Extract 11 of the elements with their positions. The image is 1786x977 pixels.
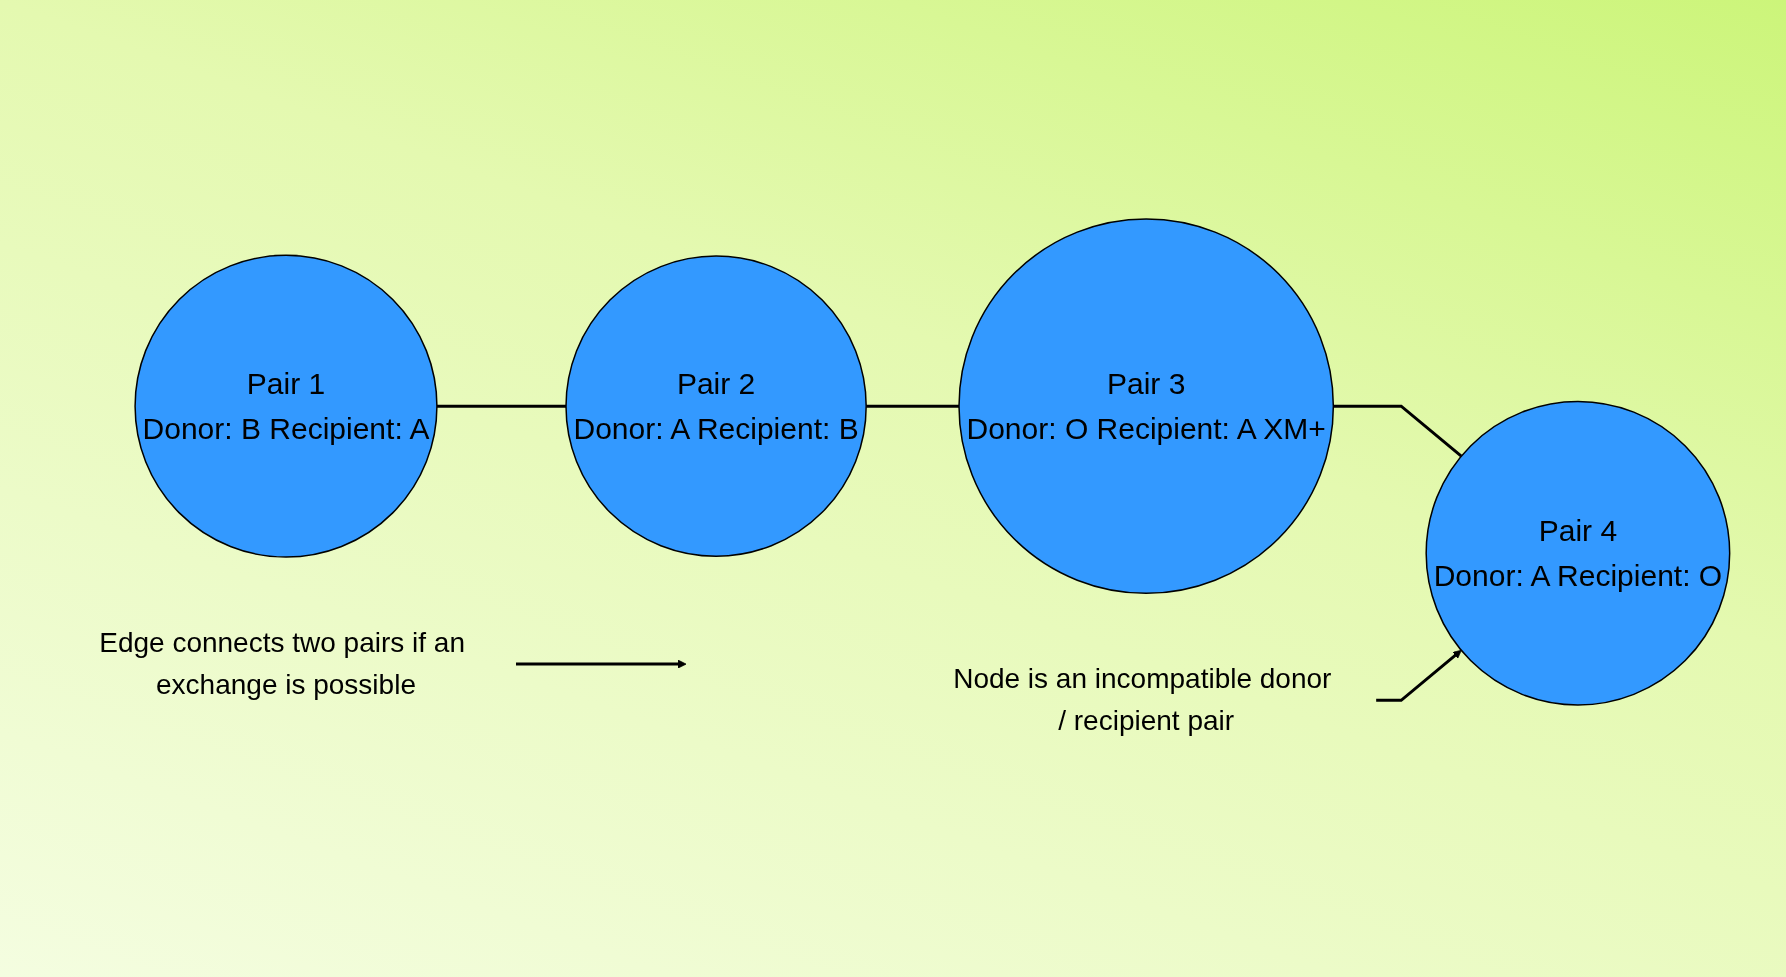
- leader-arrow: [1376, 650, 1462, 703]
- pair-circle: Pair 2 Donor: A Recipient: B: [565, 255, 868, 558]
- pair-circle: Pair 1 Donor: B Recipient: A: [134, 254, 438, 559]
- annotation-text: Node is an incompatible donor / recipient pair: [953, 663, 1332, 737]
- connector-line: [1333, 405, 1463, 458]
- leader-arrow: [516, 660, 687, 669]
- annotation-text: Edge connects two pairs if an exchange is possible: [99, 627, 466, 701]
- pair-circle: Pair 4 Donor: A Recipient: O: [1425, 401, 1731, 707]
- connector-line: [437, 405, 567, 408]
- pair-circle: Pair 3 Donor: O Recipient: A XM+: [958, 218, 1335, 595]
- connector-line: [866, 405, 960, 408]
